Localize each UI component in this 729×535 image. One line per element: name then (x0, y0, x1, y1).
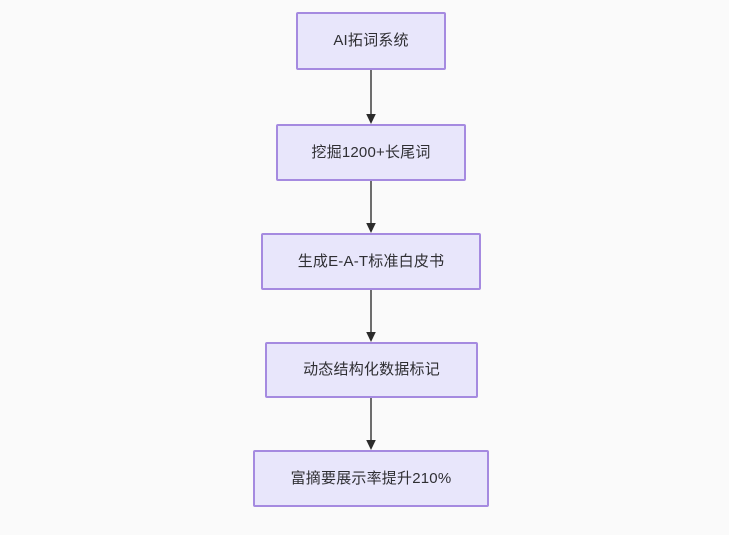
flow-node-dynamic-structured-data-markup[interactable]: 动态结构化数据标记 (265, 342, 478, 398)
edge-node4-to-node5 (366, 398, 376, 450)
edge-node3-to-node4 (366, 290, 376, 342)
flow-node-label: 动态结构化数据标记 (303, 361, 440, 378)
flow-node-label: 生成E-A-T标准白皮书 (297, 252, 445, 270)
flow-node-label: AI拓词系统 (333, 32, 409, 49)
edge-node1-to-node2 (366, 70, 376, 124)
flow-node-ai-keyword-system[interactable]: AI拓词系统 (296, 12, 446, 70)
flow-node-label: 挖掘1200+长尾词 (311, 143, 431, 161)
flow-node-generate-eat-whitepaper[interactable]: 生成E-A-T标准白皮书 (261, 233, 481, 290)
flow-node-rich-snippet-impression-lift[interactable]: 富摘要展示率提升210% (253, 450, 489, 507)
flow-node-label: 富摘要展示率提升210% (290, 469, 452, 487)
flow-node-mine-longtail-keywords[interactable]: 挖掘1200+长尾词 (276, 124, 466, 181)
edge-node2-to-node3 (366, 181, 376, 233)
